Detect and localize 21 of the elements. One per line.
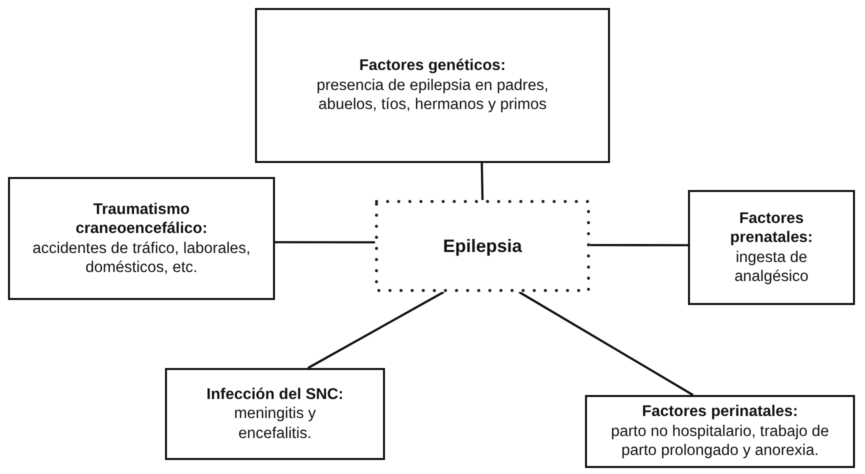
factor-box [585, 395, 855, 468]
factor-box [255, 8, 610, 163]
central-title: Epilepsia [442, 234, 522, 258]
factor-box [8, 177, 275, 300]
connector-line [480, 162, 484, 200]
factor-description: presencia de epilepsia en padres, abuelos, tíos, hermanos y primos [316, 76, 550, 115]
factor-description: meningitis y encefalitis. [233, 404, 317, 444]
factor-heading: Infección del SNC: [206, 384, 344, 404]
factor-description: ingesta de analgésico [733, 248, 810, 286]
factor-box [165, 368, 385, 460]
factor-heading: Factores prenatales: [729, 208, 814, 248]
connector-line [307, 291, 444, 369]
factor-description: parto no hospitalario, trabajo de parto prolongado y anorexia. [610, 422, 830, 461]
factor-heading: Factores genéticos: [359, 56, 506, 76]
factor-heading: Traumatismo craneoencefálico: [74, 200, 208, 238]
connector-line [275, 241, 375, 244]
connector-line [518, 291, 694, 396]
connector-line [590, 244, 688, 246]
factor-heading: Factores perinatales: [642, 402, 798, 422]
factor-description: accidentes de tráfico, laborales, domésticos, etc. [32, 238, 251, 278]
factor-box [688, 190, 855, 305]
